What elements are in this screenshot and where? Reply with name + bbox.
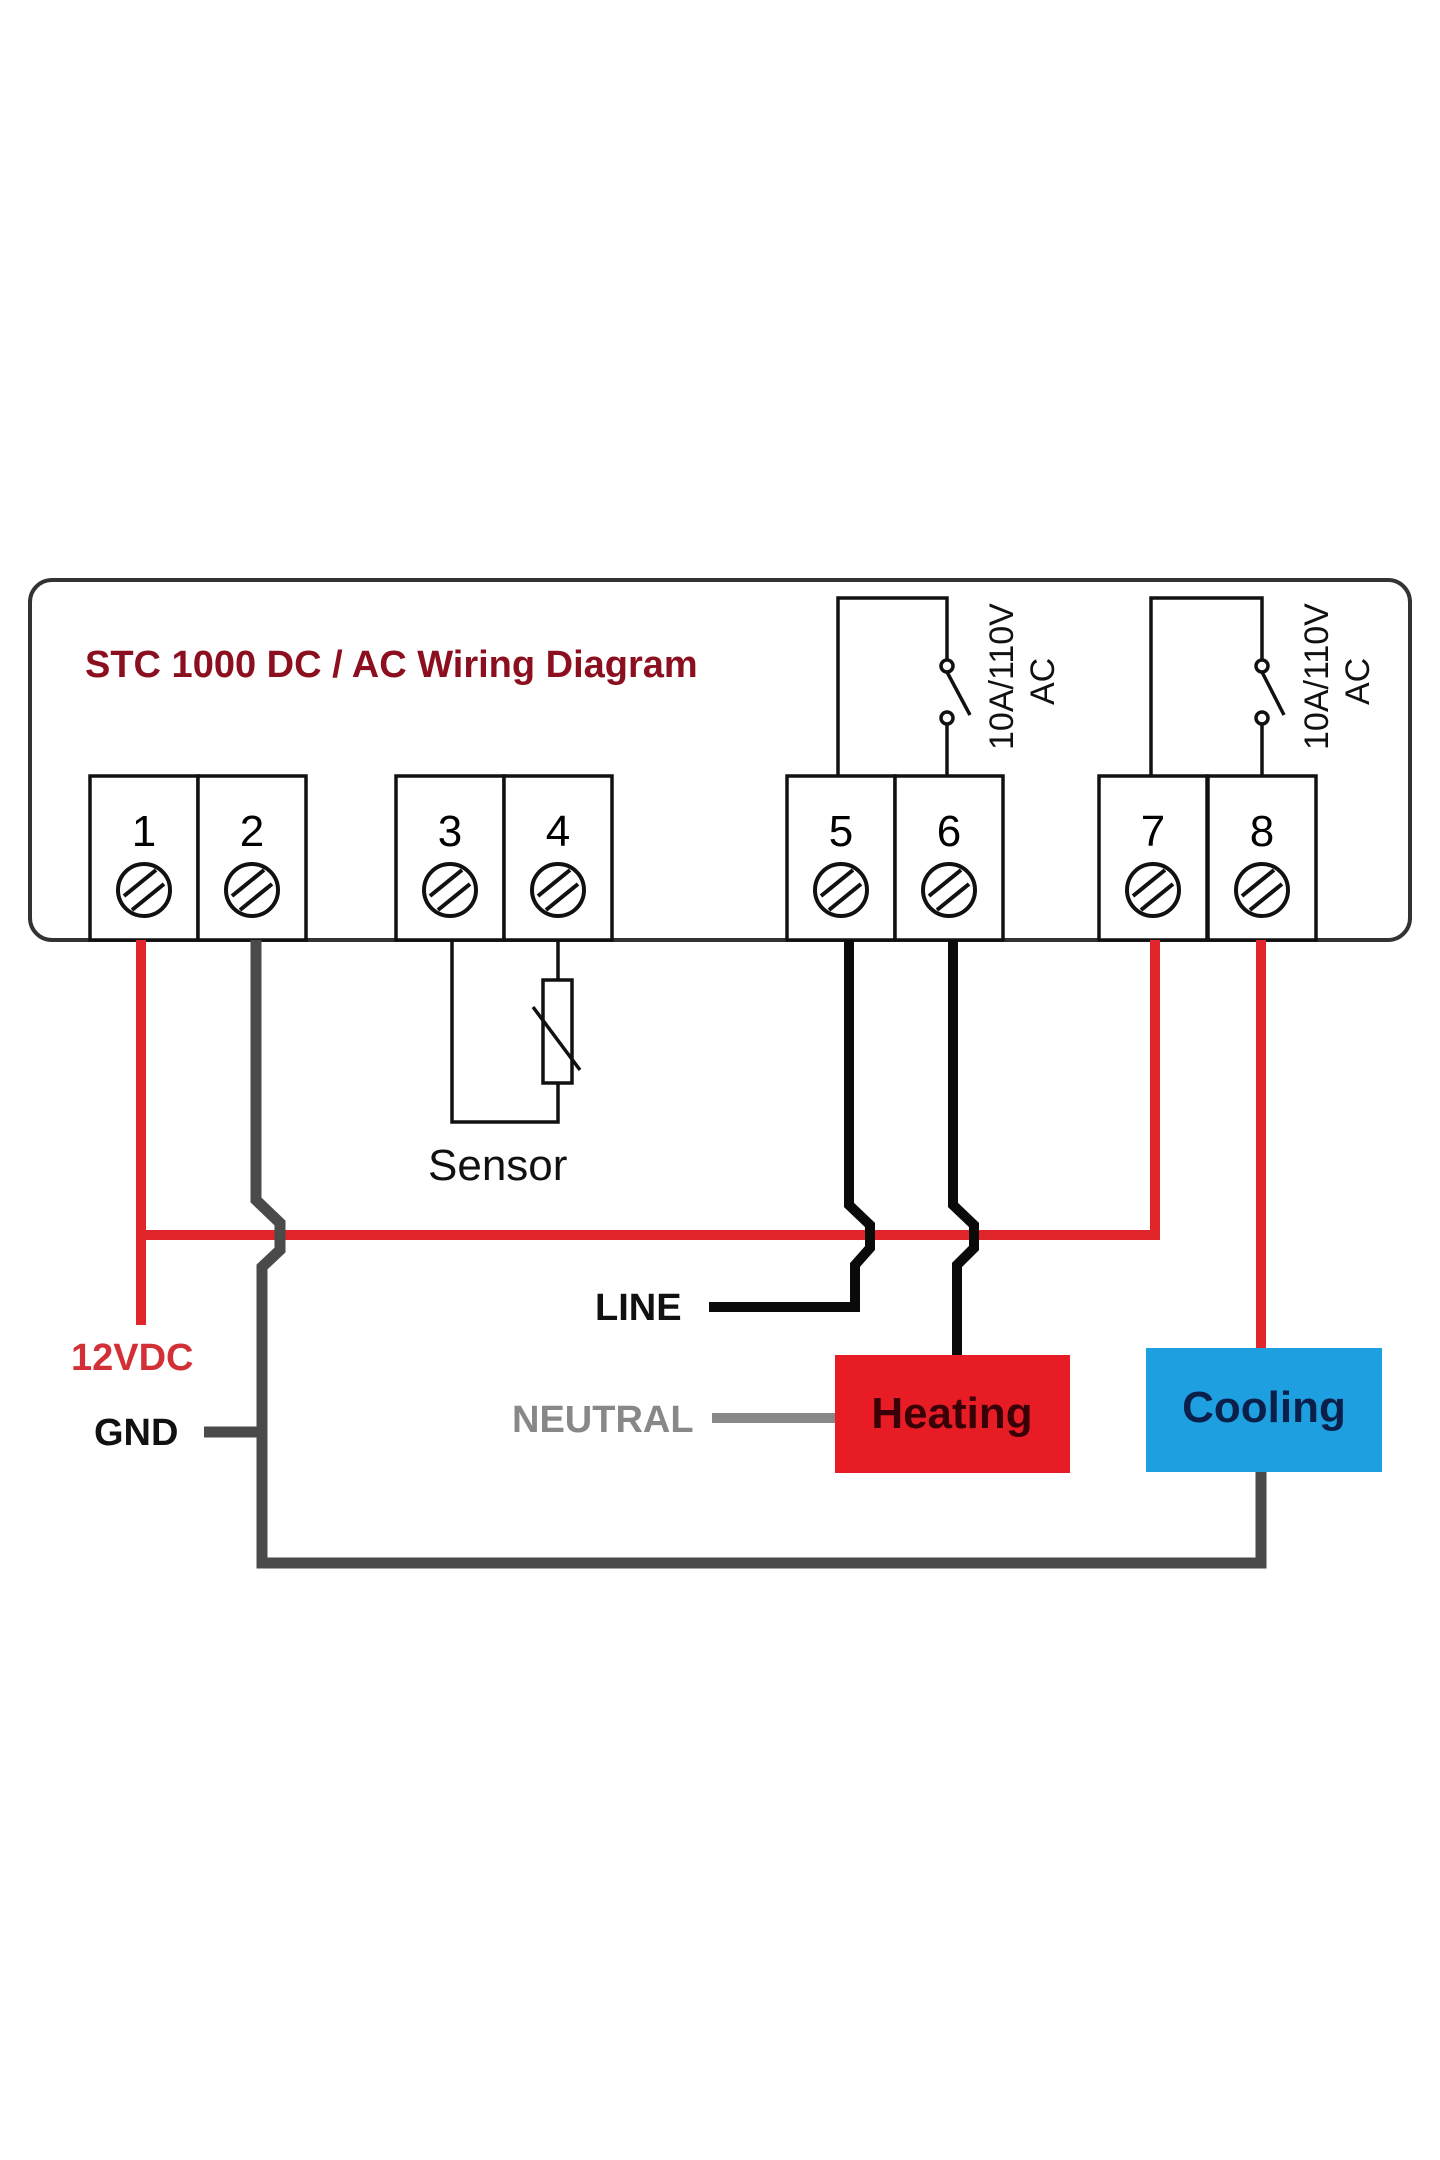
relay-1-rating: 10A/110V bbox=[983, 603, 1021, 750]
heating-label: Heating bbox=[871, 1389, 1032, 1438]
terminal-number: 5 bbox=[829, 807, 853, 856]
screw-icon bbox=[224, 862, 280, 918]
screw-icon bbox=[1234, 862, 1290, 918]
terminal-number: 8 bbox=[1250, 807, 1274, 856]
screw-icon bbox=[1125, 862, 1181, 918]
ground-wire bbox=[204, 940, 1267, 1569]
screw-icon bbox=[422, 862, 478, 918]
relay-2-ac: AC bbox=[1339, 658, 1377, 705]
terminal-7: 7 bbox=[1097, 774, 1209, 942]
cooling-load bbox=[1146, 1348, 1382, 1472]
line-wire bbox=[709, 940, 979, 1355]
relay-2 bbox=[1149, 596, 1286, 776]
relay-1-ac: AC bbox=[1024, 658, 1062, 705]
terminal-4: 4 bbox=[502, 774, 614, 942]
heating-load bbox=[835, 1355, 1070, 1473]
terminal-number: 4 bbox=[546, 807, 570, 856]
dc-positive-wire bbox=[136, 940, 1266, 1348]
relay-1 bbox=[836, 596, 972, 776]
screw-icon bbox=[116, 862, 172, 918]
sensor-thermistor bbox=[450, 940, 582, 1124]
terminal-1: 1 bbox=[88, 774, 200, 942]
vdc-label: 12VDC bbox=[71, 1337, 194, 1379]
controller-body bbox=[28, 578, 1412, 942]
screw-icon bbox=[813, 862, 869, 918]
terminal-block: 1 2 3 4 5 6 7 8 bbox=[88, 774, 1318, 942]
terminal-8: 8 bbox=[1206, 774, 1318, 942]
terminal-3: 3 bbox=[394, 774, 506, 942]
diagram-title: STC 1000 DC / AC Wiring Diagram bbox=[85, 644, 698, 686]
terminal-6: 6 bbox=[893, 774, 1005, 942]
neutral-label: NEUTRAL bbox=[512, 1399, 694, 1441]
relay-2-rating: 10A/110V bbox=[1298, 603, 1336, 750]
line-label: LINE bbox=[595, 1287, 682, 1329]
terminal-number: 3 bbox=[438, 807, 462, 856]
terminal-number: 2 bbox=[240, 807, 264, 856]
screw-icon bbox=[921, 862, 977, 918]
terminal-number: 7 bbox=[1141, 807, 1165, 856]
cooling-label: Cooling bbox=[1182, 1383, 1346, 1432]
screw-icon bbox=[530, 862, 586, 918]
terminal-number: 1 bbox=[132, 807, 156, 856]
terminal-number: 6 bbox=[937, 807, 961, 856]
sensor-label: Sensor bbox=[428, 1141, 567, 1190]
terminal-5: 5 bbox=[785, 774, 897, 942]
terminal-2: 2 bbox=[196, 774, 308, 942]
gnd-label: GND bbox=[94, 1412, 178, 1454]
